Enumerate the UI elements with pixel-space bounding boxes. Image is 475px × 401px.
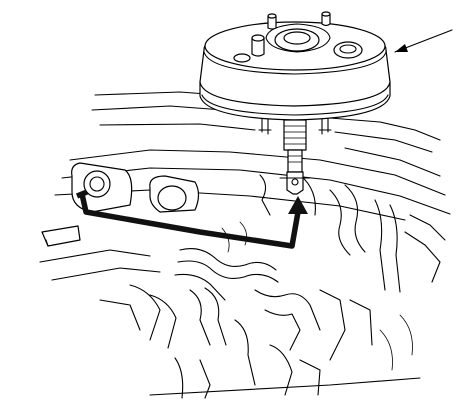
booster-pushrod: [283, 119, 307, 173]
clevis: [279, 171, 311, 195]
engine-compartment-linework: [39, 91, 451, 399]
removal-path-arrow: [75, 189, 308, 249]
leader-line: [394, 29, 453, 53]
brake-booster: [199, 11, 391, 135]
